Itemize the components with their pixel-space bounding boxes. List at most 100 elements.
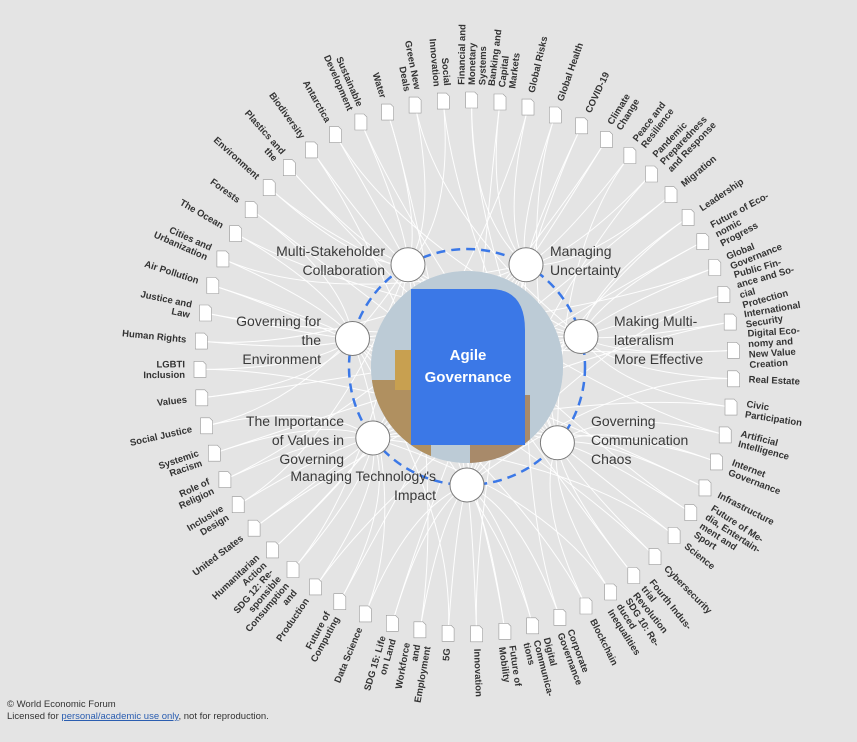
topic-node-future-of-mobility[interactable] bbox=[498, 622, 512, 640]
topic-node-leadership[interactable] bbox=[681, 209, 695, 226]
topic-label-environment[interactable]: Environment bbox=[211, 135, 262, 183]
topic-node-fourth-indus-trial-revolution[interactable] bbox=[627, 567, 641, 584]
topic-node-environment[interactable] bbox=[262, 179, 276, 196]
topic-label-values[interactable]: Values bbox=[156, 395, 187, 409]
key-issue-node[interactable] bbox=[539, 425, 575, 461]
topic-node-the-ocean[interactable] bbox=[229, 225, 242, 242]
topic-node-future-of-computing[interactable] bbox=[333, 593, 347, 611]
topic-node-antarctica[interactable] bbox=[329, 126, 342, 143]
topic-node-production[interactable] bbox=[309, 578, 322, 596]
topic-node-climate-change[interactable] bbox=[600, 131, 613, 148]
topic-node-data-science[interactable] bbox=[359, 605, 372, 623]
topic-node-future-of-eco-nomic-progress[interactable] bbox=[696, 233, 710, 250]
topic-node-global-risks[interactable] bbox=[521, 98, 535, 116]
topic-label-workforce-and-employment[interactable]: WorkforceandEmployment bbox=[392, 641, 434, 704]
key-issue-node[interactable] bbox=[563, 319, 599, 354]
topic-label-water[interactable]: Water bbox=[370, 71, 388, 99]
topic-label-real-estate[interactable]: Real Estate bbox=[748, 374, 800, 387]
topic-node-migration[interactable] bbox=[664, 186, 678, 203]
topic-node-sdg-12-re-sponsible-consumption-and[interactable] bbox=[286, 561, 300, 578]
topic-label-justice-and-law[interactable]: Justice andLaw bbox=[137, 289, 193, 321]
topic-label-internet-governance[interactable]: InternetGovernance bbox=[727, 458, 786, 498]
topic-node-forests[interactable] bbox=[244, 201, 258, 218]
topic-node-human-rights[interactable] bbox=[195, 332, 208, 350]
topic-label-social-innovation[interactable]: SocialInnovation bbox=[426, 37, 452, 87]
topic-label-civic-participation[interactable]: CivicParticipation bbox=[744, 399, 804, 429]
topic-node-social-innovation[interactable] bbox=[436, 92, 450, 110]
topic-label-inclusive-design[interactable]: InclusiveDesign bbox=[185, 503, 231, 542]
topic-label-green-new-deals[interactable]: Green NewDeals bbox=[392, 40, 423, 93]
topic-label-sustainable-development[interactable]: SustainableDevelopment bbox=[321, 49, 365, 114]
topic-node-sdg-10-re-duced-inequalities[interactable] bbox=[604, 583, 618, 601]
topic-node-real-estate[interactable] bbox=[727, 370, 741, 388]
topic-node-global-governance[interactable] bbox=[708, 259, 722, 276]
topic-node-sustainable-development[interactable] bbox=[354, 113, 368, 131]
topic-label-cities-and-urbanization[interactable]: Cities andUrbanization bbox=[152, 220, 213, 263]
topic-node-values[interactable] bbox=[195, 389, 209, 407]
topic-node-science[interactable] bbox=[667, 527, 681, 544]
topic-node-artificial-intelligence[interactable] bbox=[718, 426, 732, 444]
topic-node-global-health[interactable] bbox=[548, 106, 562, 124]
topic-label-innovation[interactable]: Innovation bbox=[471, 649, 484, 698]
topic-node-infrastructure[interactable] bbox=[698, 479, 712, 497]
topic-node-air-pollution[interactable] bbox=[206, 277, 220, 294]
topic-label-artificial-intelligence[interactable]: ArtificialIntelligence bbox=[737, 429, 793, 463]
topic-label-data-science[interactable]: Data Science bbox=[333, 626, 366, 685]
topic-label-digital-eco-nomy-and-new-value-creation[interactable]: Digital Eco-nomy andNew ValueCreation bbox=[747, 325, 802, 371]
key-issue-node[interactable] bbox=[390, 247, 426, 283]
topic-node-financial-and-monetary-systems[interactable] bbox=[465, 91, 479, 109]
topic-label-antarctica[interactable]: Antarctica bbox=[300, 79, 333, 125]
topic-node-international-security[interactable] bbox=[723, 313, 737, 331]
topic-node-plastics-and-the[interactable] bbox=[282, 159, 296, 176]
topic-label-air-pollution[interactable]: Air Pollution bbox=[143, 259, 200, 287]
topic-node-cybersecurity[interactable] bbox=[648, 548, 662, 565]
topic-node-lgbti-inclusion[interactable] bbox=[193, 361, 207, 378]
key-issue-node[interactable] bbox=[335, 321, 370, 356]
license-link[interactable]: personal/academic use only bbox=[61, 711, 179, 722]
topic-node-peace-and-resilience[interactable] bbox=[623, 147, 637, 164]
topic-node-corporate-governance[interactable] bbox=[553, 608, 567, 626]
topic-label-future-of-computing[interactable]: Future ofComputing bbox=[300, 609, 343, 664]
topic-label-future-of-mobility[interactable]: Future ofMobility bbox=[496, 645, 523, 690]
topic-label-production[interactable]: Production bbox=[274, 596, 312, 644]
key-issue-node[interactable] bbox=[355, 420, 391, 456]
topic-node-workforce-and-employment[interactable] bbox=[413, 621, 427, 639]
topic-node-systemic-racism[interactable] bbox=[208, 444, 221, 462]
key-issue-node[interactable] bbox=[508, 247, 544, 283]
topic-label-role-of-religion[interactable]: Role ofReligion bbox=[173, 476, 217, 512]
topic-node-water[interactable] bbox=[381, 103, 394, 121]
topic-node-civic-participation[interactable] bbox=[724, 398, 738, 416]
topic-label-banking-and-capital-markets[interactable]: Banking andCapitalMarkets bbox=[487, 29, 526, 90]
topic-label-corporate-governance[interactable]: CorporateGovernance bbox=[555, 628, 594, 687]
topic-node-5g[interactable] bbox=[441, 624, 455, 642]
topic-label-systemic-racism[interactable]: SystemicRacism bbox=[157, 448, 203, 482]
topic-node-green-new-deals[interactable] bbox=[408, 96, 422, 114]
topic-label-human-rights[interactable]: Human Rights bbox=[122, 328, 187, 345]
key-issue-node[interactable] bbox=[449, 467, 485, 503]
topic-node-internet-governance[interactable] bbox=[710, 453, 723, 471]
topic-label-global-risks[interactable]: Global Risks bbox=[527, 35, 551, 94]
topic-node-covid-19[interactable] bbox=[575, 117, 588, 135]
topic-label-financial-and-monetary-systems[interactable]: Financial andMonetarySystems bbox=[456, 24, 489, 85]
topic-node-public-fin-ance-and-so-cial-protection[interactable] bbox=[717, 286, 731, 303]
topic-node-justice-and-law[interactable] bbox=[199, 304, 212, 322]
topic-label-covid-19[interactable]: COVID-19 bbox=[583, 71, 612, 115]
topic-node-future-of-me-dia-entertain-ment-and-sport[interactable] bbox=[684, 504, 698, 521]
topic-node-digital-eco-nomy-and-new-value-creation[interactable] bbox=[727, 341, 740, 359]
topic-label-the-ocean[interactable]: The Ocean bbox=[178, 197, 226, 231]
topic-node-digital-communica-tions[interactable] bbox=[526, 617, 540, 635]
topic-node-biodiversity[interactable] bbox=[305, 141, 318, 159]
topic-node-social-justice[interactable] bbox=[200, 417, 213, 435]
